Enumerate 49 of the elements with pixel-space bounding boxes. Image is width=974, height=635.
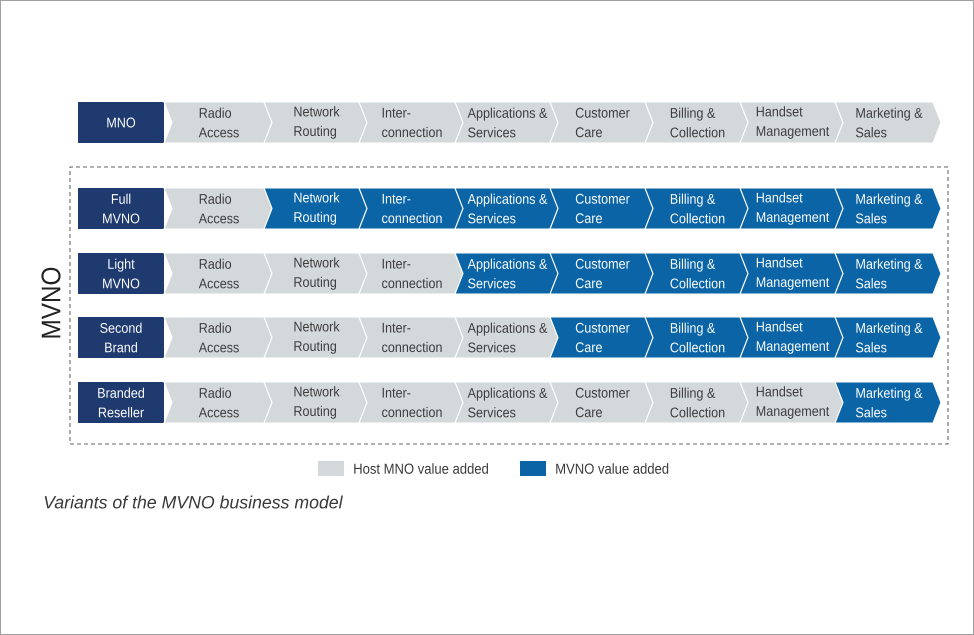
process-step: Applications & Services: [454, 101, 559, 144]
process-step: Radio Access: [163, 252, 273, 295]
process-step: Inter- connection: [358, 101, 464, 144]
process-step: Inter- connection: [358, 187, 464, 230]
process-step: Applications & Services: [454, 252, 559, 295]
process-step: Network Routing: [263, 316, 368, 359]
process-step: Applications & Services: [454, 381, 559, 424]
process-step: Marketing & Sales: [834, 316, 942, 359]
process-step: Inter- connection: [358, 252, 464, 295]
process-step: Handset Management: [739, 381, 844, 424]
process-step: Radio Access: [163, 101, 273, 144]
process-step: Billing & Collection: [644, 101, 749, 144]
process-step: Billing & Collection: [644, 381, 749, 424]
process-step: Handset Management: [739, 252, 844, 295]
process-step: Network Routing: [263, 101, 368, 144]
process-step: Inter- connection: [358, 381, 464, 424]
process-step: Customer Care: [549, 101, 654, 144]
process-step: Radio Access: [163, 381, 273, 424]
process-step: Handset Management: [739, 187, 844, 230]
node-label: MVNO: [41, 268, 61, 338]
process-step: Handset Management: [739, 316, 844, 359]
process-step: Customer Care: [549, 187, 654, 230]
process-step: Radio Access: [163, 187, 273, 230]
process-step: Inter- connection: [358, 316, 464, 359]
process-step: Marketing & Sales: [834, 252, 942, 295]
process-step: Network Routing: [263, 252, 368, 295]
label-box: Light MVNO: [78, 253, 164, 294]
legend-text: Host MNO value added: [354, 463, 488, 474]
process-step: Radio Access: [163, 316, 273, 359]
process-step: Applications & Services: [454, 316, 559, 359]
process-step: Applications & Services: [454, 187, 559, 230]
label-box: MNO: [78, 102, 164, 143]
process-step: Customer Care: [549, 381, 654, 424]
process-step: Customer Care: [549, 316, 654, 359]
process-step: Handset Management: [739, 101, 844, 144]
label-box: Full MVNO: [78, 188, 164, 229]
process-step: Billing & Collection: [644, 187, 749, 230]
process-step: Customer Care: [549, 252, 654, 295]
process-step: Billing & Collection: [644, 252, 749, 295]
label-box: Branded Reseller: [78, 382, 164, 423]
caption: Variants of the MVNO business model: [44, 496, 343, 509]
process-step: Marketing & Sales: [834, 101, 942, 144]
process-step: Network Routing: [263, 381, 368, 424]
process-step: Marketing & Sales: [834, 381, 942, 424]
process-step: Network Routing: [263, 187, 368, 230]
legend-text: MVNO value added: [556, 463, 668, 474]
process-step: Billing & Collection: [644, 316, 749, 359]
label-box: Second Brand: [78, 317, 164, 358]
process-step: Marketing & Sales: [834, 187, 942, 230]
